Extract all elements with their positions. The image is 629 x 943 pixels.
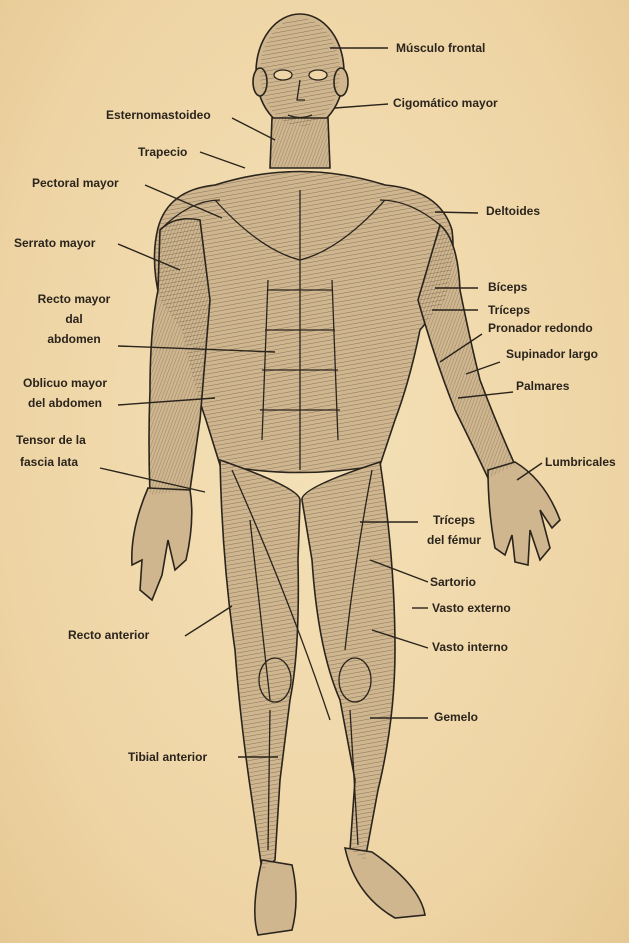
label-recto-anterior: Recto anterior: [68, 628, 149, 642]
label-biceps: Bíceps: [488, 280, 527, 294]
label-serrato-mayor: Serrato mayor: [14, 236, 95, 250]
hand-right: [488, 462, 560, 565]
label-sartorio: Sartorio: [430, 575, 476, 589]
label-triceps-femur-line1: Tríceps: [412, 513, 496, 527]
muscle-hatching: [149, 18, 515, 870]
label-musculo-frontal: Músculo frontal: [396, 41, 485, 55]
label-trapecio: Trapecio: [138, 145, 187, 159]
label-deltoides: Deltoides: [486, 204, 540, 218]
label-recto-mayor-line2: dal: [36, 312, 112, 326]
label-esternomastoideo: Esternomastoideo: [106, 108, 211, 122]
label-cigomatico-mayor: Cigomático mayor: [393, 96, 498, 110]
label-tensor-line1: Tensor de la: [16, 433, 86, 447]
foot-left: [255, 860, 296, 935]
label-gemelo: Gemelo: [434, 710, 478, 724]
hand-left: [132, 488, 192, 600]
label-supinador-largo: Supinador largo: [506, 347, 598, 361]
label-oblicuo-line2: del abdomen: [14, 396, 116, 410]
label-palmares: Palmares: [516, 379, 569, 393]
label-tibial-anterior: Tibial anterior: [128, 750, 207, 764]
label-vasto-externo: Vasto externo: [432, 601, 511, 615]
label-pectoral-mayor: Pectoral mayor: [32, 176, 119, 190]
foot-right: [345, 848, 425, 918]
label-recto-mayor-line1: Recto mayor: [36, 292, 112, 306]
label-vasto-interno: Vasto interno: [432, 640, 508, 654]
label-recto-mayor-line3: abdomen: [36, 332, 112, 346]
label-oblicuo-line1: Oblicuo mayor: [14, 376, 116, 390]
label-pronador-redondo: Pronador redondo: [488, 321, 593, 335]
label-triceps-femur-line2: del fémur: [412, 533, 496, 547]
label-lumbricales: Lumbricales: [545, 455, 616, 469]
label-tensor-line2: fascia lata: [20, 455, 78, 469]
label-triceps: Tríceps: [488, 303, 530, 317]
